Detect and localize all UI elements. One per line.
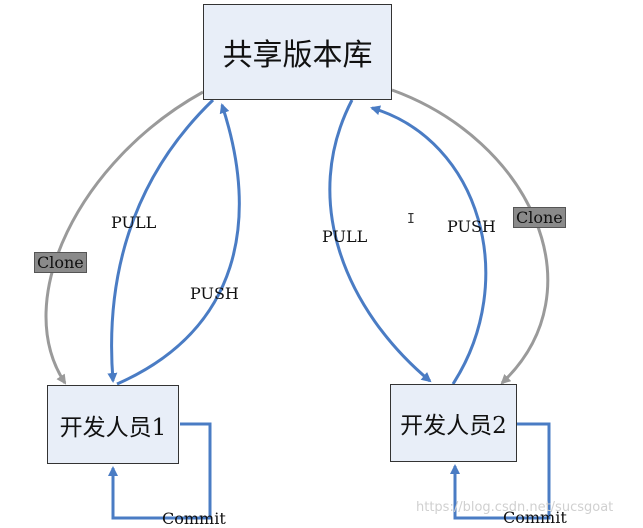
developer-2-node: 开发人员2 [390, 384, 517, 462]
developer-1-label: 开发人员1 [59, 414, 167, 441]
pull-right-label: PULL [322, 227, 368, 246]
push-right-arrow [370, 105, 488, 385]
clone-right-label: Clone [513, 207, 566, 228]
push-left-label: PUSH [190, 284, 239, 303]
developer-1-node: 开发人员1 [47, 385, 179, 464]
developer-2-label: 开发人员2 [400, 413, 507, 439]
push-left-arrow [116, 103, 241, 386]
pull-left-label: PULL [111, 213, 157, 232]
commit-right-loop [450, 422, 551, 520]
shared-repository-label: 共享版本库 [222, 38, 373, 73]
watermark-text: https://blog.csdn.net/sucsgoat [416, 500, 614, 515]
pull-right-arrow [328, 99, 432, 383]
clone-right-arrow [391, 88, 550, 385]
shared-repository-node: 共享版本库 [203, 4, 392, 100]
clone-left-arrow [44, 90, 204, 385]
commit-right-label: Commit [503, 508, 567, 527]
push-right-label: PUSH [447, 217, 496, 236]
clone-left-label: Clone [34, 252, 87, 273]
text-cursor-icon: I [407, 212, 415, 227]
commit-left-loop [108, 422, 212, 520]
pull-left-arrow [107, 98, 215, 383]
commit-left-label: Commit [162, 509, 226, 528]
